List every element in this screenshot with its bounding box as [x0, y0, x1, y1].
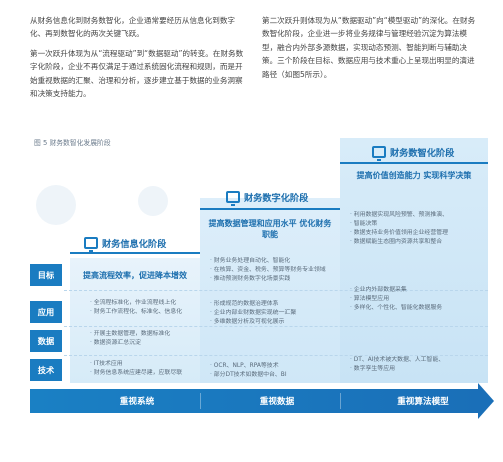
list-item: 数据赋能生态圈内资源共享和整合: [350, 238, 448, 247]
stage-3-step-line: [340, 162, 488, 164]
list-item: 数据资源汇总沉淀: [90, 339, 170, 348]
list-item: 形成规范的数据治理体系: [210, 300, 296, 309]
stage-2-goal: 提高数据管理和应用水平 优化财务职能: [208, 219, 332, 239]
stage-2-tech-list: OCR、NLP、RPA等技术 部分DT技术如数据中台、BI: [210, 362, 287, 380]
stage-1-header: 财务信息化阶段: [84, 236, 167, 252]
stage-3-header: 财务数智化阶段: [372, 145, 455, 161]
stage-3-tech-list: DT、AI技术被大数据、人工智能、 数字孪生等应用: [350, 356, 444, 374]
base-label-data: 重视数据: [259, 397, 295, 407]
stage-1-app-list: 全流程标准化，作业流程线上化 财务工作流程化、标准化、信息化: [90, 299, 182, 317]
list-item: 财务业务处理自动化、智能化: [210, 257, 326, 266]
list-item: 财务信息系统应建尽建，应联尽联: [90, 369, 182, 378]
cube-network-icon: [372, 146, 386, 161]
stage-1-tech-list: IT技术应用 财务信息系统应建尽建，应联尽联: [90, 360, 182, 378]
list-item: 企业内部业财数据实现统一汇聚: [210, 309, 296, 318]
list-item: IT技术应用: [90, 360, 182, 369]
figure-caption: 图 5 财务数智化发展阶段: [34, 139, 111, 147]
left-text-column: 从财务信息化到财务数智化，企业通常要经历从信息化到数字化、再到数智化的两次关键飞…: [30, 14, 245, 106]
list-item: 全流程标准化，作业流程线上化: [90, 299, 182, 308]
list-item: 算法模型应用: [350, 295, 442, 304]
watermark-logo: [36, 185, 76, 225]
stage-2-app-list: 形成规范的数据治理体系 企业内部业财数据实现统一汇聚 多维数据分析及可视化展示: [210, 300, 296, 327]
row-label-app: 应用: [30, 301, 62, 323]
paragraph: 从财务信息化到财务数智化，企业通常要经历从信息化到数字化、再到数智化的两次关键飞…: [30, 16, 236, 39]
stage-2-step-line: [200, 208, 340, 210]
list-item: 智能决策: [350, 220, 448, 229]
list-item: 多维数据分析及可视化展示: [210, 318, 296, 327]
list-item: 推动预测财务数字化场景实践: [210, 275, 326, 284]
computer-icon: [84, 237, 98, 252]
arrow-head-icon: [478, 383, 494, 419]
stage-3-title: 财务数智化阶段: [390, 148, 455, 159]
stage-3-app-list: 企业内外部数据采集 算法模型应用 多样化、个性化、智能化数据服务: [350, 286, 442, 313]
row-label-tech: 技术: [30, 359, 62, 381]
list-item: 财务工作流程化、标准化、信息化: [90, 308, 182, 317]
right-text-column: 第二次跃升则体现为从“数据驱动”向“模型驱动”的深化。在财务数智化阶段，企业进一…: [262, 14, 477, 87]
list-item: DT、AI技术被大数据、人工智能、: [350, 356, 444, 365]
list-item: OCR、NLP、RPA等技术: [210, 362, 287, 371]
watermark-logo: [138, 186, 168, 216]
stage-1-step-line: [70, 252, 200, 254]
row-divider: [64, 355, 488, 356]
list-item: 开展主数据管理，数据标准化: [90, 330, 171, 339]
list-item: 数字孪生等应用: [350, 365, 444, 374]
stage-2-goal-list: 财务业务处理自动化、智能化 在核算、资金、税务、预算等财务专业领域 推动预测财务…: [210, 257, 326, 284]
list-item: 企业内外部数据采集: [350, 286, 442, 295]
row-label-data: 数据: [30, 330, 62, 352]
stage-1-data-list: 开展主数据管理，数据标准化 数据资源汇总沉淀: [90, 330, 171, 348]
dashboard-icon: [226, 191, 240, 206]
base-label-system: 重视系统: [119, 397, 155, 407]
bar-divider: [200, 393, 201, 409]
stage-3-goal: 提高价值创造能力 实现科学决策: [356, 171, 472, 180]
list-item: 利用数据实现风险预警、预测推演、: [350, 211, 448, 220]
row-label-goal: 目标: [30, 264, 62, 286]
stage-3-goal-list: 利用数据实现风险预警、预测推演、 智能决策 数据支持业务价值领用企业经营管理 数…: [350, 211, 448, 247]
bar-divider: [340, 393, 341, 409]
base-arrow-bar: [30, 389, 478, 413]
list-item: 多样化、个性化、智能化数据服务: [350, 304, 442, 313]
stage-3-block: [340, 138, 488, 383]
paragraph: 第一次跃升体现为从“流程驱动”到“数据驱动”的转变。在财务数字化阶段，企业不再仅…: [30, 48, 244, 99]
base-label-model: 重视算法模型: [397, 397, 449, 407]
stage-1-goal: 提高流程效率，促进降本增效: [83, 271, 187, 280]
paragraph: 第二次跃升则体现为从“数据驱动”向“模型驱动”的深化。在财务数智化阶段，企业进一…: [262, 16, 476, 79]
list-item: 部分DT技术如数据中台、BI: [210, 371, 287, 380]
list-item: 在核算、资金、税务、预算等财务专业领域: [210, 266, 326, 275]
row-divider: [64, 290, 488, 291]
stage-2-header: 财务数字化阶段: [226, 190, 309, 206]
list-item: 数据支持业务价值领用企业经营管理: [350, 229, 448, 238]
stage-1-title: 财务信息化阶段: [102, 239, 167, 250]
stage-2-title: 财务数字化阶段: [244, 193, 309, 204]
